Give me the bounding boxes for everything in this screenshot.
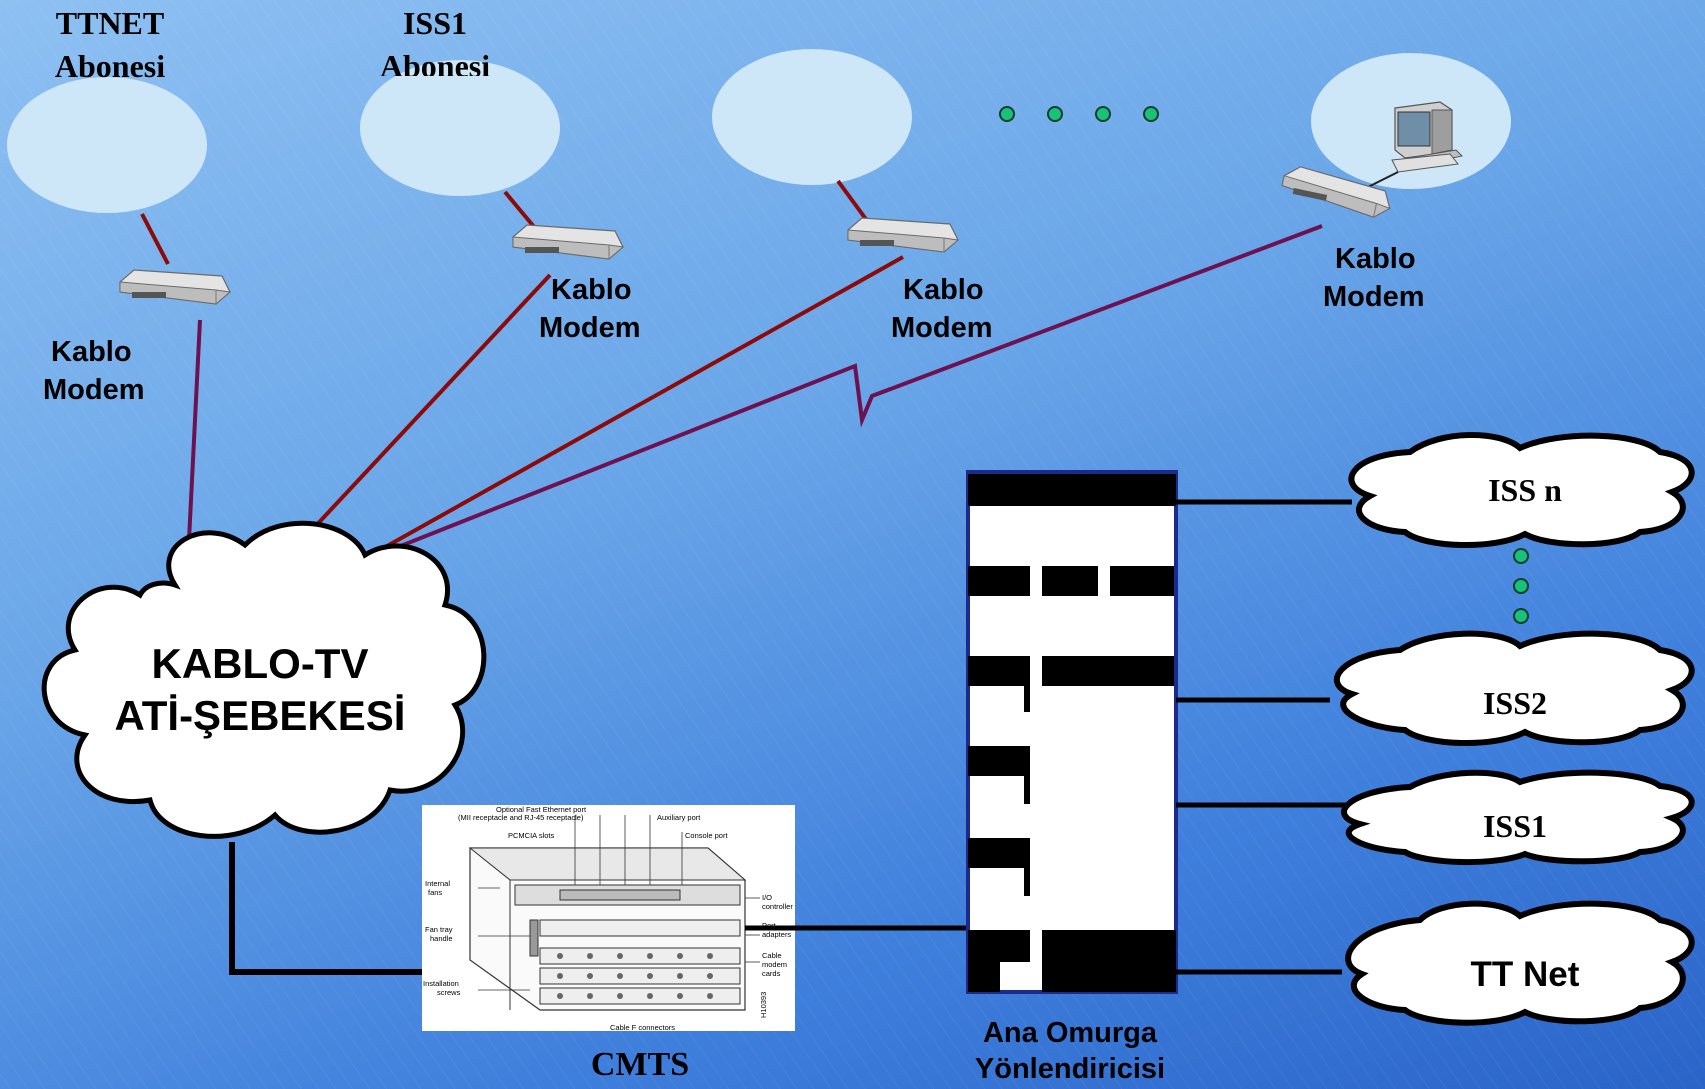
modem-label-1-line2: Modem bbox=[43, 374, 145, 406]
cmts-callout-eth: Optional Fast Ethernet port bbox=[496, 805, 587, 814]
backbone-router-label-line1: Ana Omurga bbox=[982, 1017, 1158, 1049]
subscriber-links bbox=[140, 179, 870, 265]
cable-tv-cloud bbox=[41, 520, 487, 839]
provider-label-ttnet: TT Net bbox=[1470, 955, 1580, 994]
cmts-callout-fconn: Cable F connectors bbox=[610, 1023, 675, 1032]
provider-label-iss2: ISS2 bbox=[1482, 685, 1548, 721]
modem-label-4-line1: Kablo bbox=[1335, 243, 1416, 275]
backbone-router-label-line2: Yönlendiricisi bbox=[974, 1053, 1166, 1085]
ttnet-subscriber-label-line1: TTNET bbox=[55, 5, 165, 41]
modem-label-3: Kablo Modem bbox=[891, 271, 993, 347]
cable-tv-network-label-line1: KABLO-TV bbox=[151, 640, 369, 687]
provider-label-iss1: ISS1 bbox=[1482, 808, 1548, 844]
modem-label-2-line2: Modem bbox=[539, 312, 641, 344]
subscriber-ellipse-3 bbox=[712, 49, 912, 185]
backbone-router-label: Ana Omurga Yönlendiricisi bbox=[940, 1015, 1200, 1087]
ttnet-subscriber-label-line2: Abonesi bbox=[54, 48, 166, 84]
cmts-callout-pcmcia: PCMCIA slots bbox=[508, 831, 555, 840]
cloud-icon bbox=[1345, 900, 1695, 1026]
cloud-icon bbox=[1348, 432, 1695, 548]
iss1-subscriber-label: ISS1 Abonesi bbox=[365, 2, 505, 76]
cmts-callout-console: Console port bbox=[685, 831, 728, 840]
iss1-subscriber-ellipse bbox=[360, 60, 560, 196]
cmts-connector-marks bbox=[557, 953, 713, 999]
ttnet-subscriber-label: TTNET Abonesi bbox=[40, 2, 180, 88]
router-rack-icon bbox=[966, 470, 1178, 994]
modem-label-4: Kablo Modem bbox=[1323, 240, 1425, 316]
cloud-icon bbox=[1333, 630, 1695, 746]
iss1-subscriber-label-line1: ISS1 bbox=[402, 5, 468, 41]
modem-label-3-line1: Kablo bbox=[903, 274, 984, 306]
more-subscribers-dots bbox=[999, 106, 1159, 122]
network-links bbox=[186, 224, 1323, 580]
cable-tv-network-label-line2: ATİ-ŞEBEKESİ bbox=[114, 692, 406, 739]
modem-label-2: Kablo Modem bbox=[539, 271, 641, 347]
modem-label-4-line2: Modem bbox=[1323, 281, 1425, 313]
ttnet-subscriber-ellipse bbox=[7, 77, 207, 213]
cloud-icon bbox=[1341, 769, 1695, 865]
modem-label-3-line2: Modem bbox=[891, 312, 993, 344]
cmts-callout-partno: H10393 bbox=[759, 992, 768, 1018]
modem-label-1-line1: Kablo bbox=[51, 336, 132, 368]
cmts-chassis-image bbox=[422, 805, 795, 1031]
provider-label-issn: ISS n bbox=[1488, 472, 1562, 508]
iss1-subscriber-label-line2: Abonesi bbox=[379, 48, 491, 76]
catv-cmts-link bbox=[229, 842, 470, 975]
cmts-callout-eth-2: (MII receptacle and RJ-45 receptacle) bbox=[458, 813, 584, 822]
computer-icon bbox=[1357, 101, 1464, 193]
cable-tv-network-label: KABLO-TV ATİ-ŞEBEKESİ bbox=[95, 638, 425, 742]
modem-label-2-line1: Kablo bbox=[551, 274, 632, 306]
modem-label-1: Kablo Modem bbox=[43, 333, 145, 409]
cmts-callout-aux: Auxiliary port bbox=[657, 813, 701, 822]
cmts-label: CMTS bbox=[590, 1046, 690, 1083]
more-providers-dots bbox=[1513, 548, 1529, 624]
